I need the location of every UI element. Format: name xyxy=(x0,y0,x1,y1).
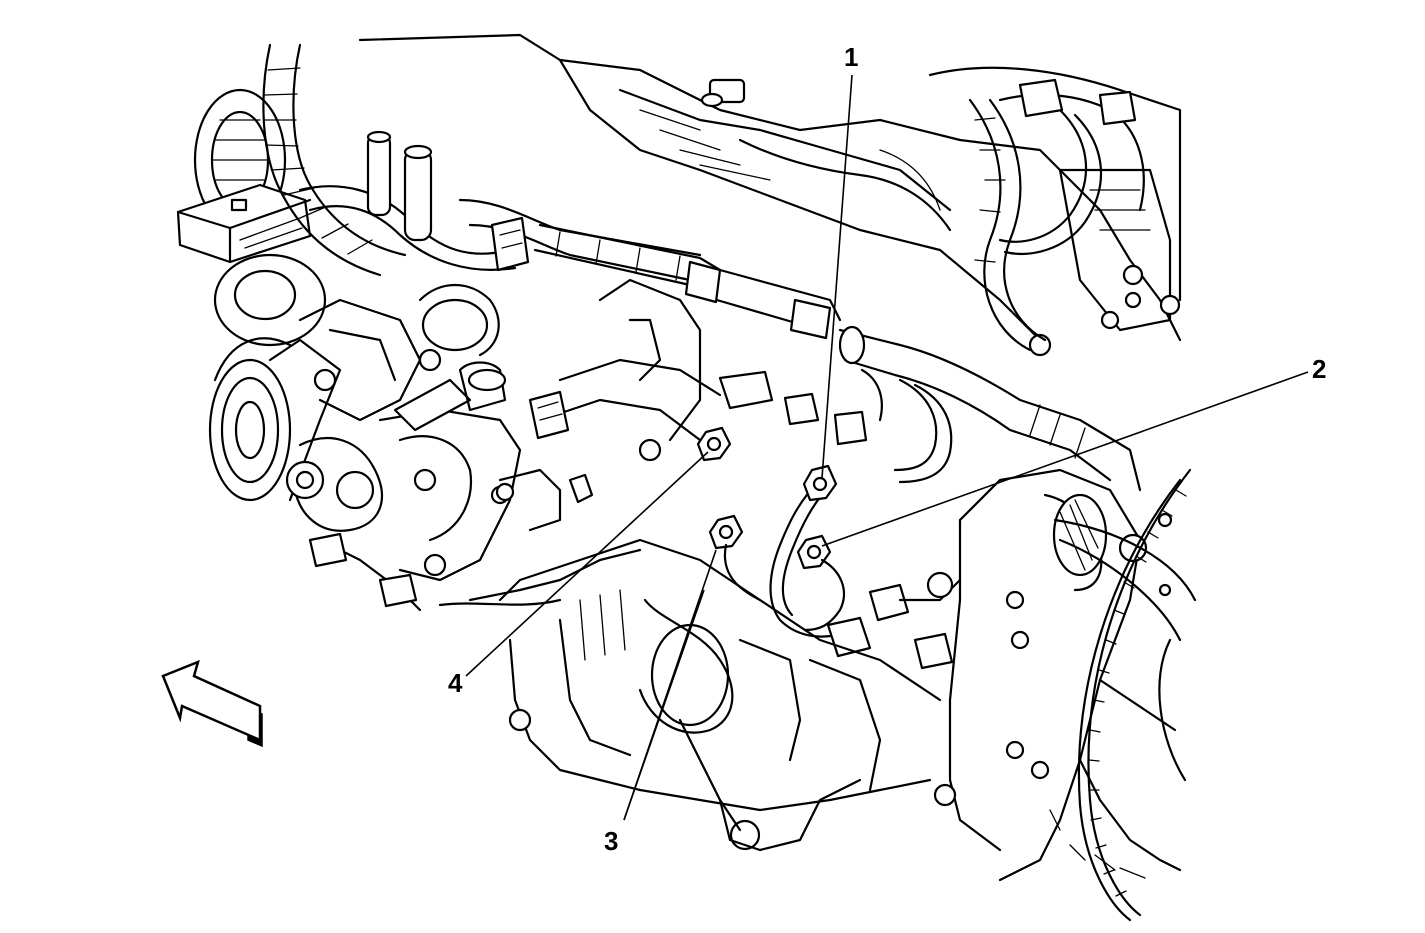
leader-3b xyxy=(623,589,705,821)
callout-leaders xyxy=(465,74,1309,821)
leader-4 xyxy=(465,451,709,677)
leader-1 xyxy=(821,74,853,479)
callout-1: 1 xyxy=(844,42,858,72)
front-direction-arrow-icon xyxy=(161,659,263,748)
leader-2 xyxy=(821,371,1309,547)
callout-labels: 1 2 3 4 xyxy=(448,42,1326,856)
callout-3: 3 xyxy=(604,826,618,856)
callout-2: 2 xyxy=(1312,354,1326,384)
callout-4: 4 xyxy=(448,668,463,698)
engine-line-art xyxy=(176,33,1197,922)
